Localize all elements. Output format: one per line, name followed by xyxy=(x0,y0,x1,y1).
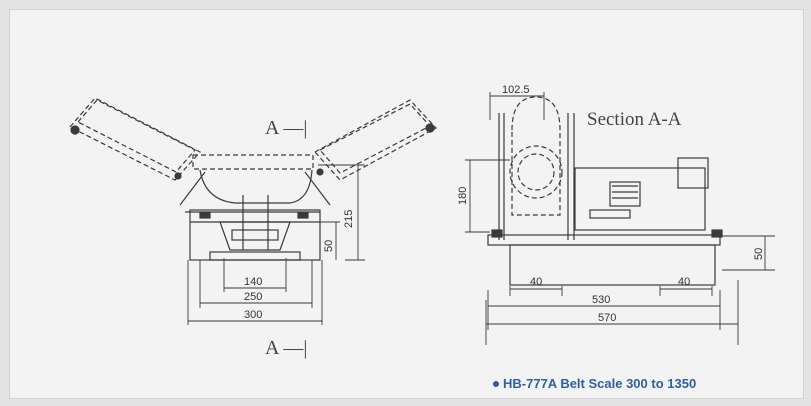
dim-140: 140 xyxy=(244,276,262,288)
dim-530: 530 xyxy=(592,294,610,306)
dim-40-right: 40 xyxy=(678,276,690,288)
bullet-icon xyxy=(493,380,499,387)
dim-570: 570 xyxy=(598,312,616,324)
drawing-panel xyxy=(9,9,804,399)
dim-250: 250 xyxy=(244,291,262,303)
dim-180: 180 xyxy=(457,187,469,205)
section-title: Section A-A xyxy=(587,109,682,130)
right-wing-roller xyxy=(314,99,437,181)
dim-50-side: 50 xyxy=(753,248,765,260)
side-view xyxy=(465,92,775,345)
dim-215: 215 xyxy=(343,210,355,228)
dim-300: 300 xyxy=(244,309,262,321)
product-caption: HB-777A Belt Scale 300 to 1350 xyxy=(493,376,696,391)
dim-50-front: 50 xyxy=(323,240,335,252)
caption-text: HB-777A Belt Scale 300 to 1350 xyxy=(503,376,697,391)
left-wing-roller xyxy=(69,97,201,181)
dim-40-left: 40 xyxy=(530,276,542,288)
section-marker-bottom: A —| xyxy=(265,337,307,359)
section-marker-top: A —| xyxy=(265,117,307,139)
dim-102-5: 102.5 xyxy=(502,84,530,96)
front-view xyxy=(69,97,437,325)
